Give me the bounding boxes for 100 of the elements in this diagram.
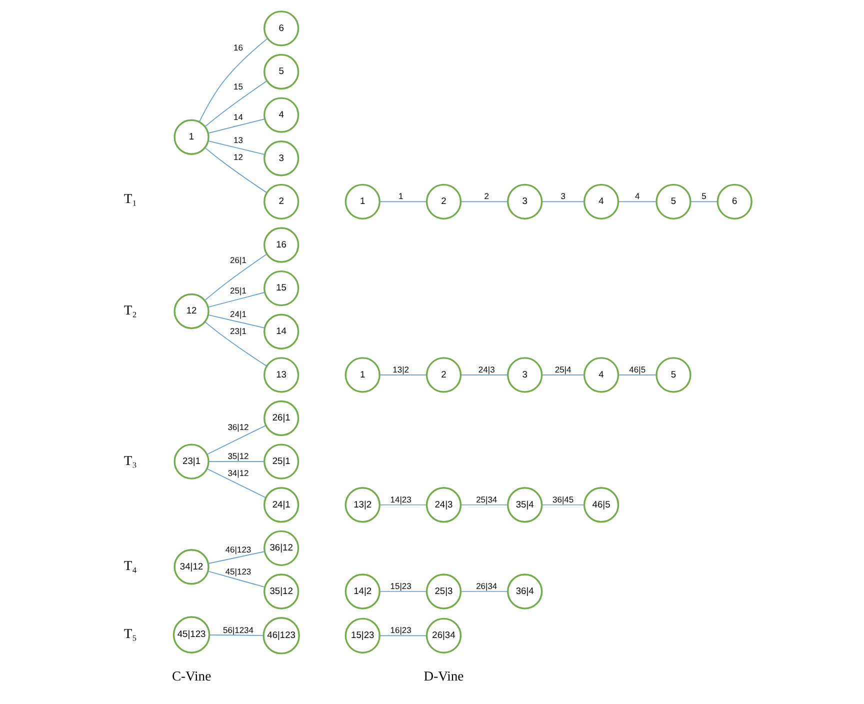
edge-label: 13|2 (392, 364, 409, 374)
edge-label: 12 (233, 152, 242, 162)
connector (204, 254, 267, 301)
connector (618, 201, 656, 202)
node-circle: 14 (262, 314, 299, 350)
label: T₅ (123, 626, 136, 642)
edge-label: 46|123 (224, 544, 251, 554)
connector (198, 38, 268, 122)
connector (460, 504, 508, 506)
edge-label: 26|34 (476, 580, 497, 591)
edge-label: 46|5 (628, 364, 646, 374)
connector (204, 147, 267, 194)
edge-label: 16 (233, 42, 242, 53)
edge-label: 45|123 (224, 566, 251, 577)
node-circle: 14|2 (344, 574, 380, 610)
edge-label: 1 (398, 191, 403, 202)
node-circle: 3 (506, 184, 542, 220)
node-circle: 3 (262, 140, 299, 176)
edge-label: 5 (701, 191, 706, 202)
connector (204, 321, 267, 367)
edge-label: 36|12 (227, 422, 248, 432)
edge-label: 23|1 (230, 326, 246, 336)
connector (207, 314, 264, 328)
connector (541, 504, 584, 506)
edge-label: 14|23 (390, 494, 411, 504)
connector (460, 201, 508, 202)
label: D-Vine (423, 668, 464, 684)
label: C-Vine (171, 668, 211, 684)
connector (379, 374, 427, 376)
node-circle: 24|3 (425, 487, 462, 523)
node-circle: 13|2 (344, 487, 380, 523)
node-circle: 3 (506, 357, 542, 393)
edge-label: 26|1 (230, 254, 246, 265)
node-circle: 2 (425, 184, 462, 220)
connector (618, 374, 656, 376)
connector (379, 504, 427, 506)
node-circle: 16 (262, 227, 299, 263)
connector (206, 425, 266, 455)
connector (208, 461, 264, 462)
node-circle: 5 (655, 184, 691, 220)
node-circle: 26|1 (262, 400, 299, 436)
node-circle: 5 (655, 357, 691, 393)
node-circle: 23|1 (173, 444, 209, 480)
node-circle: 46|5 (582, 487, 619, 523)
edge-label: 25|4 (554, 364, 571, 374)
node-circle: 24|1 (262, 487, 299, 523)
edge-label: 14 (233, 112, 242, 122)
node-circle: 26|34 (425, 618, 462, 654)
connector (690, 201, 718, 202)
node-circle: 2 (262, 184, 299, 220)
edge-label: 16|23 (390, 625, 411, 636)
connector (206, 468, 266, 498)
label: T₂ (123, 302, 136, 318)
node-circle: 25|3 (425, 574, 462, 610)
edge-label: 2 (484, 191, 488, 202)
node-circle: 4 (262, 97, 299, 133)
node-circle: 36|4 (506, 574, 542, 610)
node-circle: 35|12 (262, 574, 299, 610)
node-circle: 36|12 (262, 530, 299, 566)
edge-label: 35|12 (227, 451, 248, 462)
node-circle: 1 (344, 184, 380, 220)
edge-label: 15 (233, 82, 242, 92)
edge-label: 25|34 (476, 494, 497, 504)
connector (207, 292, 264, 308)
label: T₁ (123, 191, 136, 206)
node-circle: 35|4 (506, 487, 542, 523)
node-circle: 4 (582, 357, 619, 393)
node-circle: 15|23 (344, 618, 380, 654)
node-circle: 4 (582, 184, 619, 220)
node-circle: 12 (173, 293, 209, 330)
connector (379, 591, 427, 592)
node-circle: 6 (262, 10, 299, 46)
node-circle: 1 (344, 357, 380, 393)
connector (460, 591, 508, 592)
connector (204, 80, 267, 127)
edge-label: 13 (233, 135, 242, 146)
node-circle: 34|12 (173, 549, 209, 585)
node-circle: 15 (262, 270, 299, 306)
edge-label: 36|45 (552, 494, 574, 504)
edge-label: 3 (560, 191, 565, 202)
node-circle: 25|1 (262, 444, 299, 480)
node-circle: 46|123 (262, 617, 300, 654)
connector (379, 635, 427, 636)
connector (460, 374, 508, 376)
label: T₄ (123, 558, 136, 574)
connector (207, 118, 264, 134)
edge-label: 24|1 (230, 309, 246, 320)
connector (207, 570, 265, 588)
connector (208, 634, 264, 636)
edge-label: 24|3 (478, 364, 494, 374)
edge-label: 4 (634, 191, 640, 202)
node-circle: 13 (262, 357, 299, 393)
node-circle: 45|123 (172, 616, 210, 654)
edge-label: 34|12 (227, 468, 248, 478)
node-circle: 1 (173, 119, 209, 155)
connector (541, 201, 584, 202)
connector (379, 201, 427, 202)
edge-label: 25|1 (230, 285, 246, 296)
edge-label: 15|23 (390, 580, 411, 591)
edge-label: 56|1234 (222, 625, 253, 636)
